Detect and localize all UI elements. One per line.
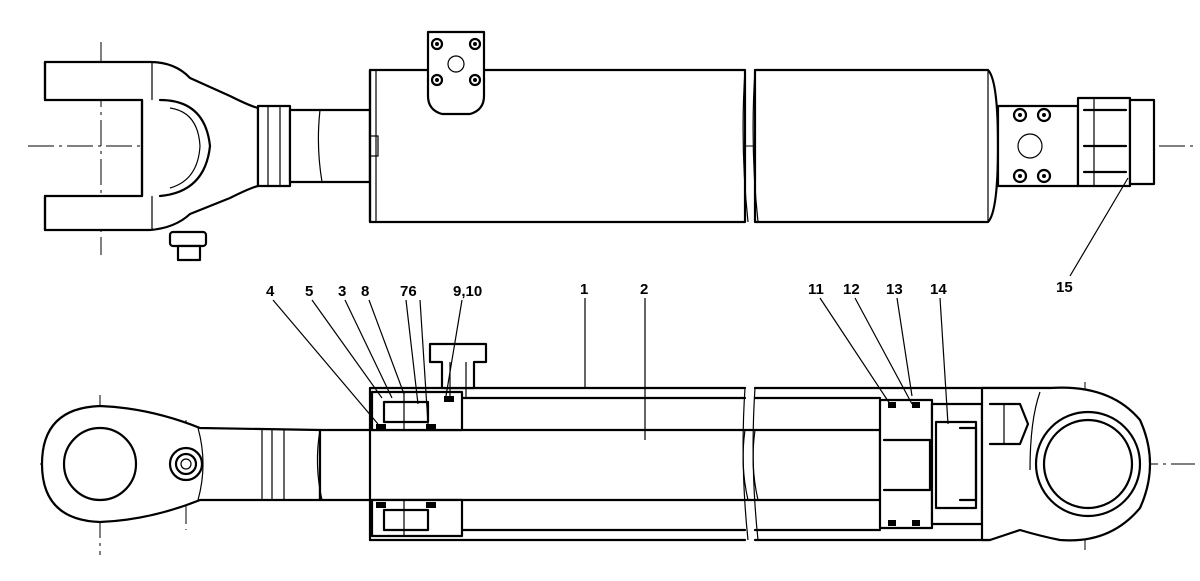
callout-8: 8 bbox=[361, 283, 369, 300]
rear-eye bbox=[980, 386, 1152, 542]
callout-9-10: 9,10 bbox=[453, 283, 482, 300]
callout-1: 1 bbox=[580, 281, 588, 298]
callout-13: 13 bbox=[886, 281, 903, 298]
callout-11: 11 bbox=[808, 281, 824, 298]
top-rod bbox=[256, 104, 372, 188]
callout-labels: 4 5 3 8 76 9,10 1 2 11 12 13 14 15 bbox=[266, 279, 1073, 300]
top-port-flange bbox=[426, 30, 486, 116]
callout-12: 12 bbox=[843, 281, 860, 298]
callout-5: 5 bbox=[305, 283, 313, 300]
callout-2: 2 bbox=[640, 281, 648, 298]
callout-15: 15 bbox=[1056, 279, 1073, 296]
top-rear-block bbox=[996, 96, 1156, 188]
top-view bbox=[28, 30, 1195, 262]
callout-76: 76 bbox=[400, 283, 417, 300]
gland-head bbox=[370, 390, 464, 538]
rod-eye bbox=[40, 404, 322, 524]
piston-rod bbox=[316, 428, 882, 502]
rod-clevis-fork bbox=[43, 60, 260, 262]
port-boss bbox=[428, 342, 488, 398]
callout-4: 4 bbox=[266, 283, 275, 300]
leader-lines bbox=[272, 177, 1129, 440]
callout-3: 3 bbox=[338, 283, 346, 300]
section-view: 4 5 3 8 76 9,10 1 2 11 12 13 14 15 bbox=[40, 177, 1195, 555]
piston bbox=[878, 398, 984, 530]
callout-14: 14 bbox=[930, 281, 947, 298]
